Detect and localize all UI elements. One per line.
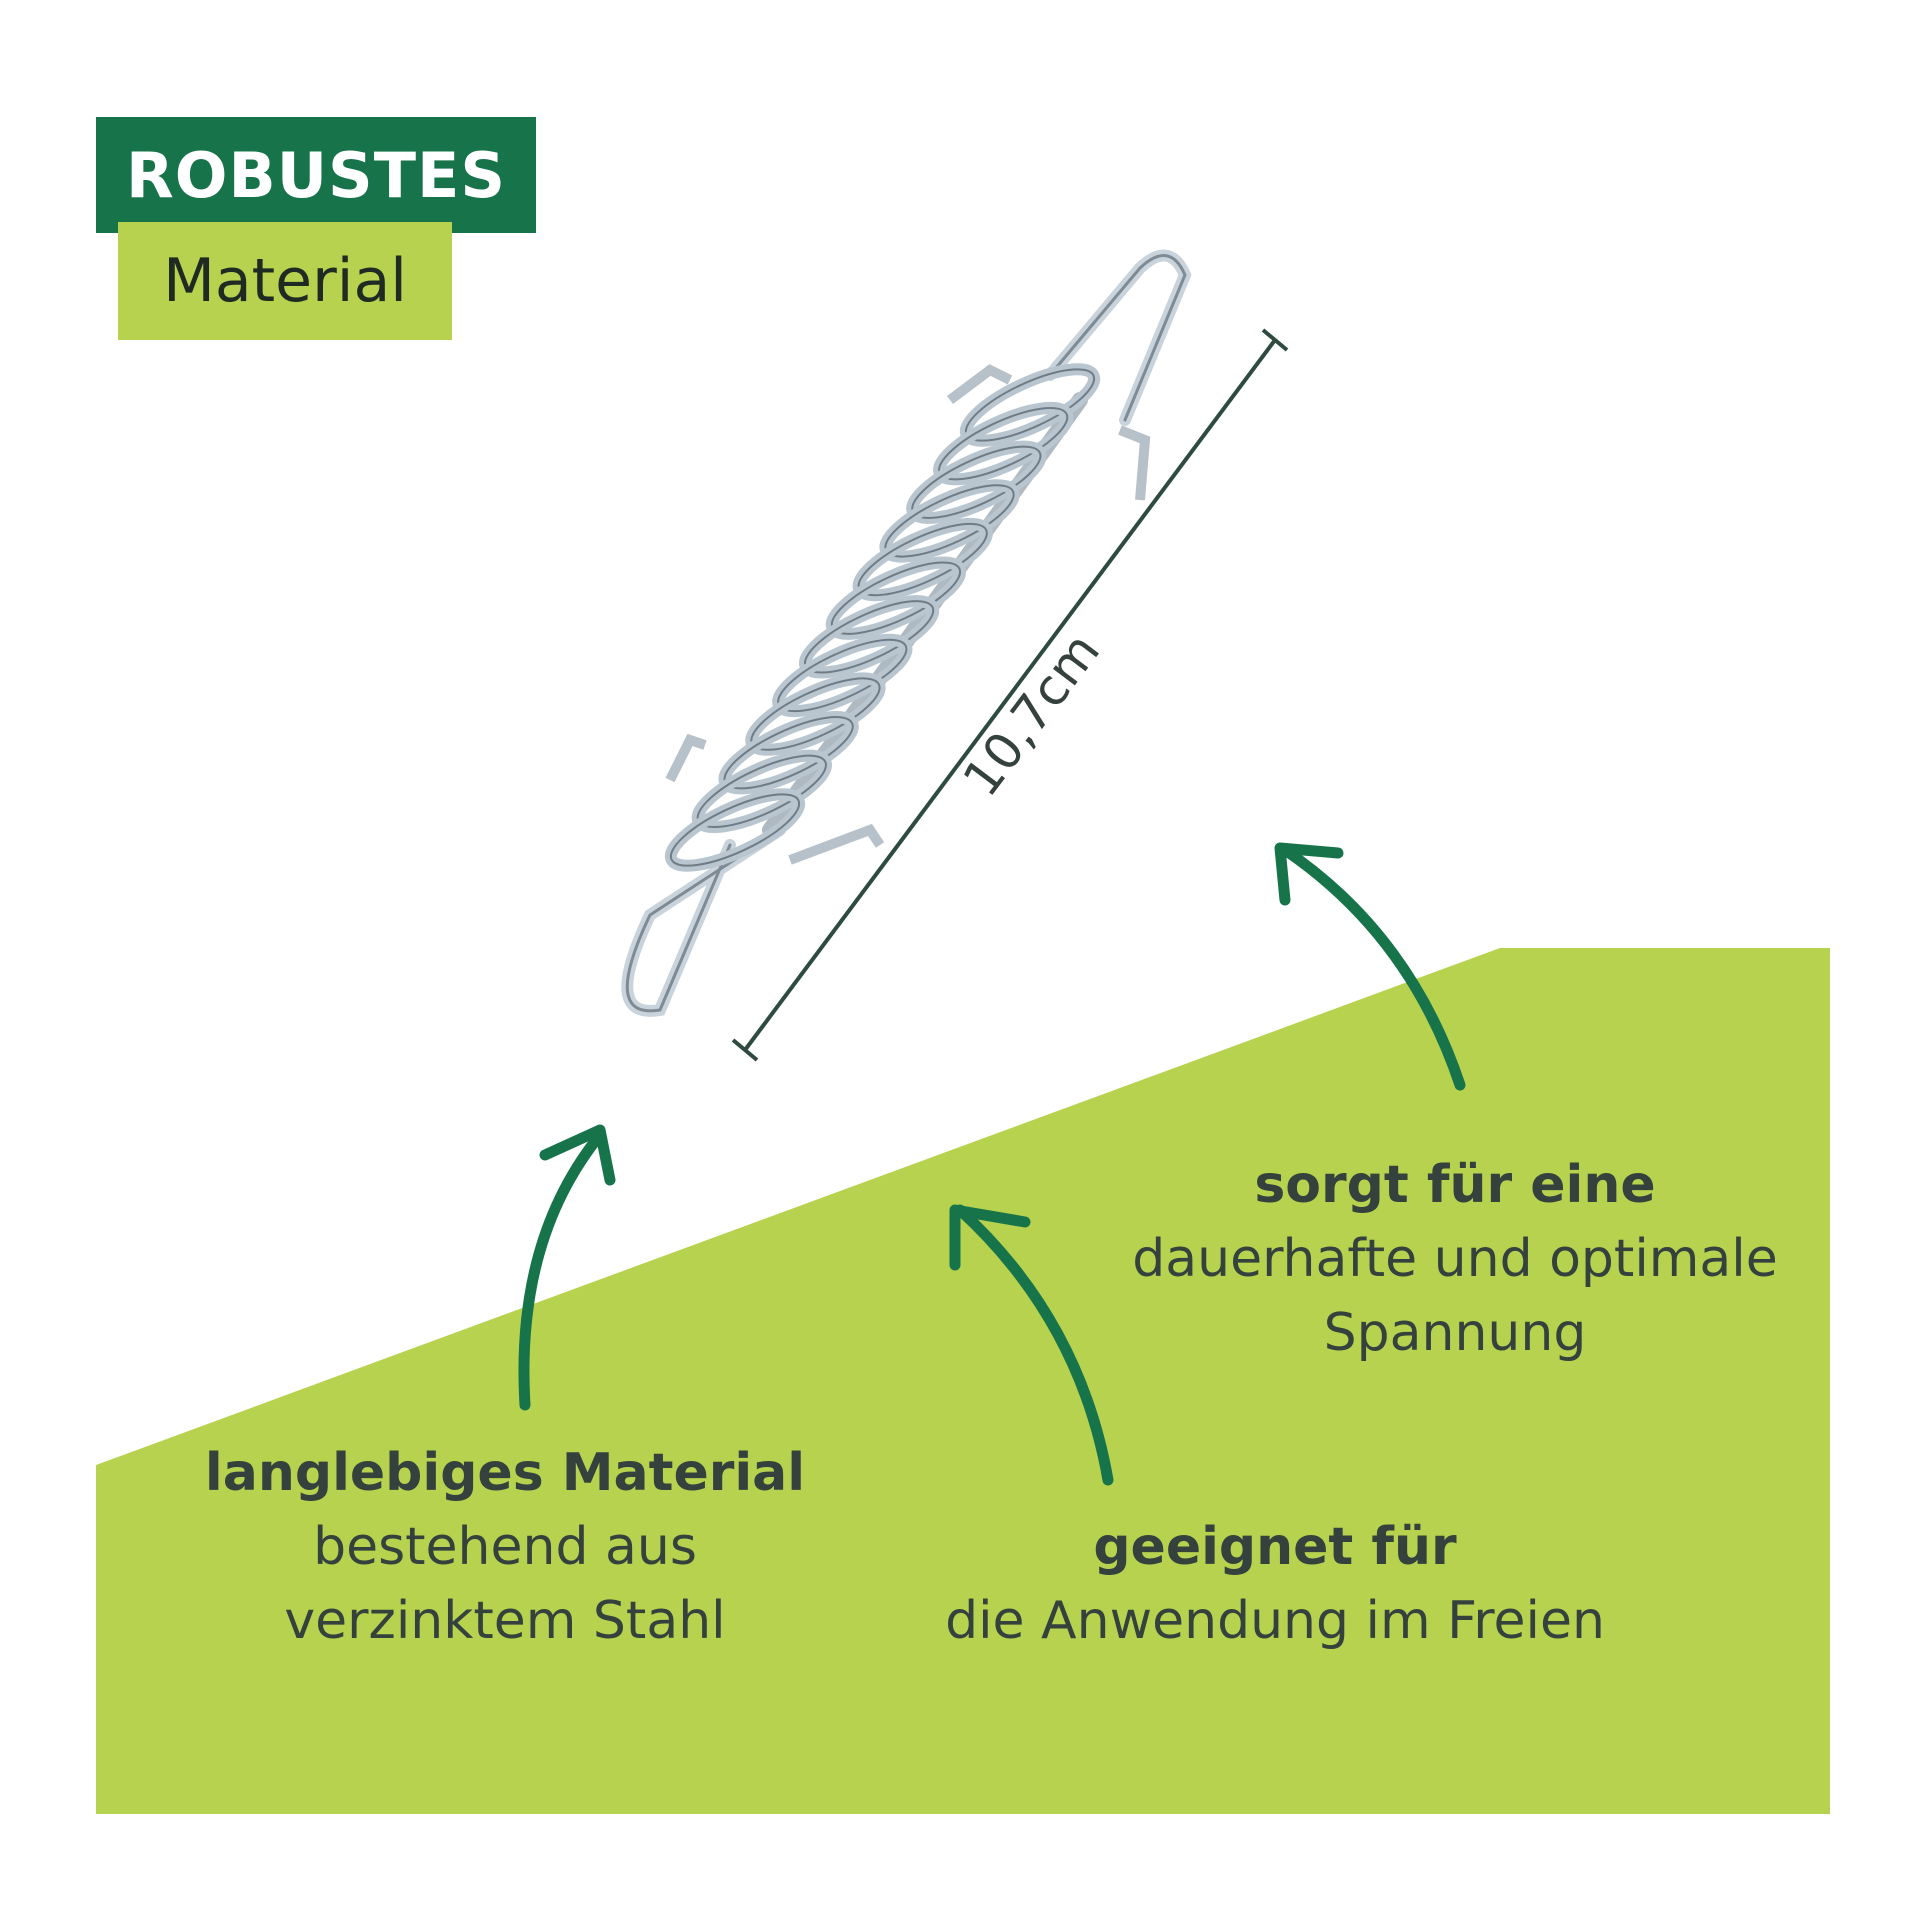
badge-material: Material — [118, 222, 452, 340]
spring-tensioner-icon — [621, 249, 1192, 1017]
feature-durable-material: langlebiges Material bestehend aus verzi… — [130, 1436, 880, 1658]
spring-coil-edge — [669, 793, 801, 867]
dimension-line — [731, 328, 1289, 1062]
feature-title: langlebiges Material — [204, 1443, 806, 1503]
dimension-label: 10,7cm — [952, 622, 1111, 807]
feature-line: die Anwendung im Freien — [945, 1591, 1605, 1651]
badge-robustes: ROBUSTES — [96, 117, 536, 233]
feature-line: bestehend aus — [313, 1517, 697, 1577]
feature-line: verzinktem Stahl — [284, 1591, 726, 1651]
feature-tension: sorgt für eine dauerhafte und optimale S… — [1055, 1148, 1855, 1370]
feature-line: Spannung — [1323, 1303, 1587, 1363]
feature-line: dauerhafte und optimale — [1132, 1229, 1778, 1289]
feature-title: geeignet für — [1093, 1517, 1457, 1577]
feature-title: sorgt für eine — [1254, 1155, 1656, 1215]
green-slope-panel — [96, 948, 1830, 1814]
feature-outdoor-use: geeignet für die Anwendung im Freien — [850, 1510, 1700, 1658]
curved-arrow-icon — [518, 842, 1466, 1486]
